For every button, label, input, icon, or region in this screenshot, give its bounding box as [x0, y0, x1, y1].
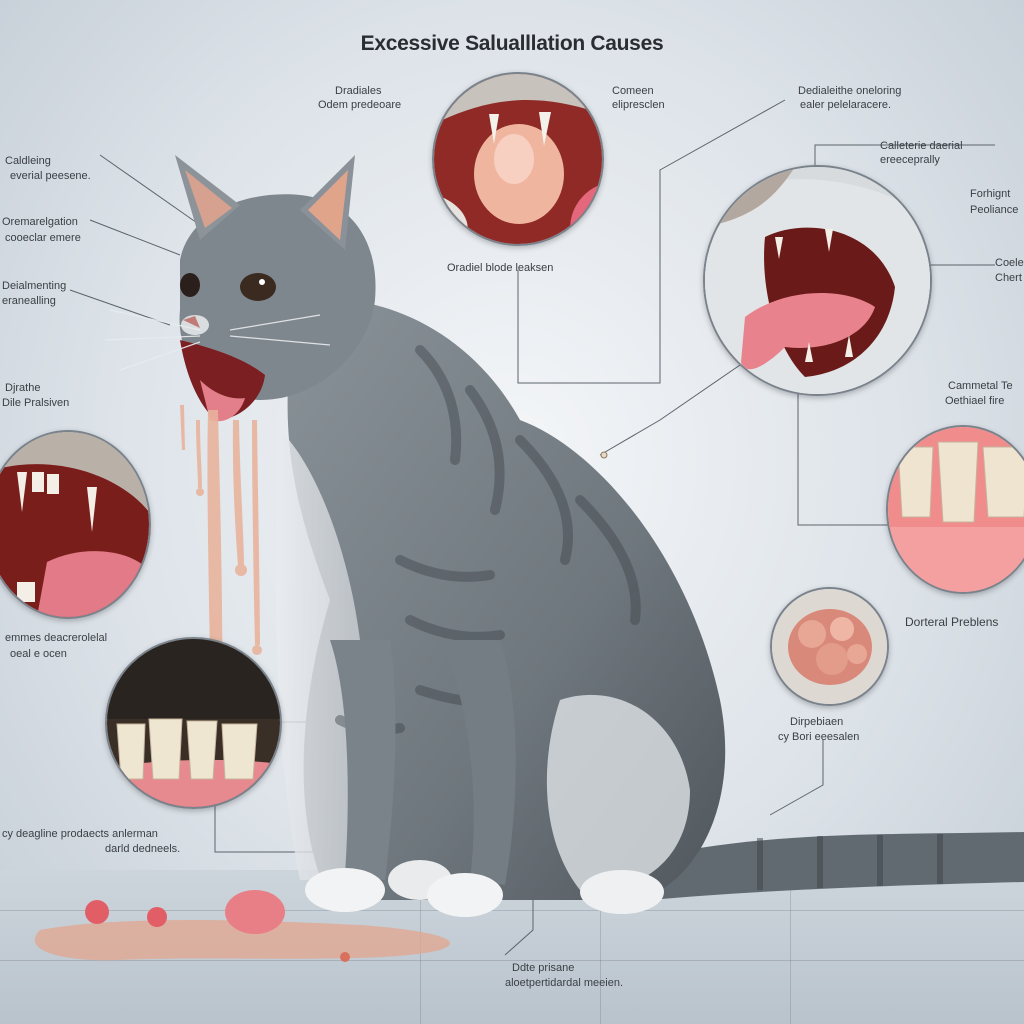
- cat-head: [179, 194, 376, 400]
- label-dirpebiaen: Dirpebiaen: [790, 716, 844, 728]
- inset-open-jaw: [0, 430, 151, 619]
- label-cammetal: Cammetal Te: [948, 380, 1013, 392]
- label-everial: everial peesene.: [10, 170, 91, 182]
- label-ereeceprally: ereeceprally: [880, 154, 940, 166]
- label-dile-pralsiven: Dile Pralsiven: [2, 397, 70, 409]
- saliva-puddle: [34, 920, 451, 961]
- cat-tail: [640, 832, 1024, 900]
- label-emmes: emmes deacrerolelal: [5, 632, 108, 644]
- cat-paw-right: [427, 873, 503, 917]
- label-caldleing: Caldleing: [5, 155, 51, 167]
- drool-blob: [225, 890, 285, 934]
- label-dradiales: Dradiales: [335, 85, 382, 97]
- label-oradiel: Oradiel blode leaksen: [447, 262, 554, 274]
- label-deialmenting: Deialmenting: [2, 280, 67, 292]
- page-title: Excessive Salualllation Causes: [360, 32, 664, 55]
- label-forhignt: Forhignt: [970, 188, 1011, 200]
- cat-paw-left: [305, 868, 385, 912]
- label-ddte-prisane: Ddte prisane: [512, 962, 575, 974]
- label-deagline: cy deagline prodaects anlerman: [2, 828, 158, 840]
- label-oethiael: Oethiael fire: [945, 395, 1005, 407]
- cat-eye-left: [180, 273, 200, 297]
- label-dorteral-preblens: Dorteral Preblens: [905, 615, 999, 629]
- inset-teeth-gum: [105, 637, 282, 809]
- label-oremarelgation: Oremarelgation: [2, 216, 78, 228]
- label-cooeclar: cooeclar emere: [5, 232, 81, 244]
- label-bori: cy Bori eeesalen: [778, 731, 860, 743]
- label-aloetpertidardal: aloetpertidardal meeien.: [505, 977, 624, 989]
- label-odem-predeoare: Odem predeoare: [318, 99, 402, 111]
- tongue: [741, 293, 875, 370]
- inset-lesion: [770, 587, 889, 706]
- label-chert: Chert: [995, 272, 1022, 284]
- label-eranealling: eranealling: [2, 295, 56, 307]
- cat-eye-right: [240, 273, 276, 301]
- label-comeen: Comeen: [612, 85, 654, 97]
- inset-cat-tongue: [703, 165, 932, 396]
- inset-molars: [886, 425, 1024, 594]
- inset-mouth-top: [432, 72, 604, 246]
- label-elipresclen: elipresclen: [612, 99, 665, 111]
- label-peoliance: Peoliance: [970, 204, 1019, 216]
- label-dedialeithe: Dedialeithe oneloring: [798, 85, 902, 97]
- label-darld: darld dedneels.: [105, 843, 181, 855]
- label-oeal: oeal e ocen: [10, 648, 67, 660]
- label-calleterie: Calleterie daerial: [880, 140, 963, 152]
- label-coele: Coele: [995, 257, 1024, 269]
- label-djrathe: Djrathe: [5, 382, 41, 394]
- label-ealer: ealer pelelaracere.: [800, 99, 892, 111]
